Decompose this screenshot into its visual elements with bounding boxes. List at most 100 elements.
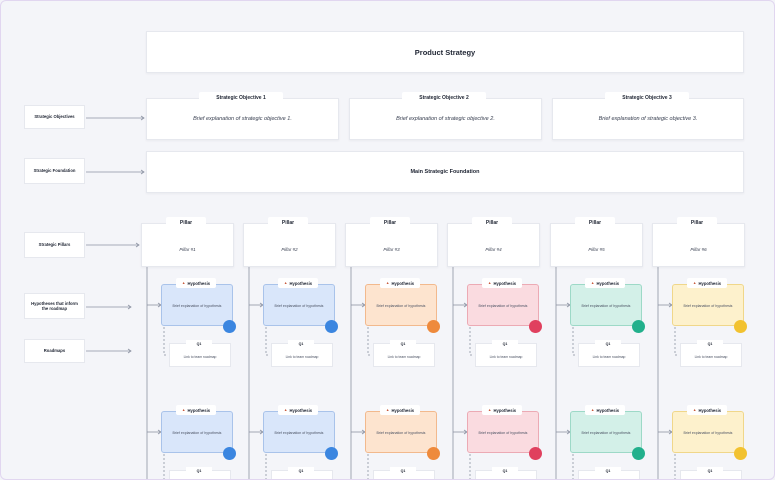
roadmap-tab: Q1	[492, 340, 518, 347]
roadmap-card[interactable]: Link to team roadmap	[578, 343, 640, 367]
roadmap-card[interactable]: Link to team roadmap	[475, 343, 537, 367]
hypothesis-tab-label: Hypothesis	[187, 280, 211, 286]
hypothesis-tab-label: Hypothesis	[493, 407, 517, 413]
roadmap-tab: Q1	[390, 467, 416, 474]
roadmap-tab-label: Q1	[400, 341, 406, 346]
hypothesis-card[interactable]: Brief explanation of hypothesis	[263, 411, 335, 453]
hypothesis-tab: ▲Hypothesis	[482, 278, 522, 288]
hypothesis-card[interactable]: Brief explanation of hypothesis	[365, 411, 437, 453]
hypothesis-tab-label: Hypothesis	[187, 407, 211, 413]
hypothesis-tab-label: Hypothesis	[391, 280, 415, 286]
roadmap-tab-label: Q1	[605, 341, 611, 346]
pillar-card-2[interactable]: Pillar #2	[243, 223, 336, 267]
pillar-tab-label: Pillar	[281, 219, 295, 226]
pillar-name: Pillar #4	[485, 246, 502, 252]
objective-card-2[interactable]: Brief explanation of strategic objective…	[349, 98, 542, 140]
hypothesis-text: Brief explanation of hypothesis	[376, 304, 426, 308]
priority-badge[interactable]	[632, 447, 645, 460]
priority-badge[interactable]	[529, 320, 542, 333]
hypothesis-tab-label: Hypothesis	[289, 280, 313, 286]
priority-badge[interactable]	[325, 320, 338, 333]
roadmap-tab-label: Q1	[502, 341, 508, 346]
hypothesis-tab-label: Hypothesis	[493, 280, 517, 286]
label-hypotheses[interactable]: Hypotheses that inform the roadmap	[24, 293, 85, 319]
main-foundation-card[interactable]: Main Strategic Foundation	[146, 151, 744, 193]
priority-badge[interactable]	[427, 320, 440, 333]
arrow-head-icon	[140, 115, 145, 121]
roadmap-tab-label: Q1	[707, 468, 713, 473]
priority-badge[interactable]	[223, 447, 236, 460]
hypothesis-text: Brief explanation of hypothesis	[581, 304, 631, 308]
roadmap-tab-label: Q1	[196, 341, 202, 346]
hypothesis-text: Brief explanation of hypothesis	[478, 431, 528, 435]
pillar-tab-label: Pillar	[383, 219, 397, 226]
objective-text: Brief explanation of strategic objective…	[193, 116, 292, 122]
priority-badge[interactable]	[223, 320, 236, 333]
pillar-name: Pillar #5	[588, 246, 605, 252]
roadmap-tab: Q1	[697, 467, 723, 474]
objective-tab-1: Strategic Objective 1	[199, 92, 283, 103]
hypothesis-tab: ▲Hypothesis	[482, 405, 522, 415]
lightbulb-icon: ▲	[283, 281, 288, 285]
hypothesis-tab: ▲Hypothesis	[176, 278, 216, 288]
pillar-card-4[interactable]: Pillar #4	[447, 223, 540, 267]
priority-badge[interactable]	[734, 447, 747, 460]
hypothesis-tab: ▲Hypothesis	[380, 278, 420, 288]
pillar-card-1[interactable]: Pillar #1	[141, 223, 234, 267]
objective-card-1[interactable]: Brief explanation of strategic objective…	[146, 98, 339, 140]
lightbulb-icon: ▲	[692, 408, 697, 412]
priority-badge[interactable]	[632, 320, 645, 333]
label-strategic-objectives[interactable]: Strategic Objectives	[24, 105, 85, 129]
product-strategy-header[interactable]: Product Strategy	[146, 31, 744, 73]
hypothesis-card[interactable]: Brief explanation of hypothesis	[467, 411, 539, 453]
roadmap-text: Link to team roadmap	[694, 355, 728, 359]
roadmap-tab: Q1	[595, 340, 621, 347]
hypothesis-card[interactable]: Brief explanation of hypothesis	[672, 411, 744, 453]
label-strategic-foundation[interactable]: Strategic Foundation	[24, 158, 85, 184]
priority-badge[interactable]	[734, 320, 747, 333]
roadmap-text: Link to team roadmap	[387, 355, 421, 359]
pillar-card-3[interactable]: Pillar #3	[345, 223, 438, 267]
roadmap-tab-label: Q1	[400, 468, 406, 473]
lightbulb-icon: ▲	[487, 281, 492, 285]
pillar-tab: Pillar	[166, 217, 206, 228]
hypothesis-card[interactable]: Brief explanation of hypothesis	[161, 284, 233, 326]
hypothesis-card[interactable]: Brief explanation of hypothesis	[365, 284, 437, 326]
roadmap-tab: Q1	[595, 467, 621, 474]
lightbulb-icon: ▲	[692, 281, 697, 285]
pillar-card-5[interactable]: Pillar #5	[550, 223, 643, 267]
objective-card-3[interactable]: Brief explanation of strategic objective…	[552, 98, 744, 140]
priority-badge[interactable]	[325, 447, 338, 460]
label-text: Strategic Objectives	[34, 114, 75, 120]
roadmap-tab: Q1	[288, 340, 314, 347]
hypothesis-card[interactable]: Brief explanation of hypothesis	[467, 284, 539, 326]
roadmap-tab: Q1	[288, 467, 314, 474]
hypothesis-tab: ▲Hypothesis	[687, 405, 727, 415]
label-roadmaps[interactable]: Roadmaps	[24, 339, 85, 363]
roadmap-tab-label: Q1	[605, 468, 611, 473]
hypothesis-card[interactable]: Brief explanation of hypothesis	[570, 411, 642, 453]
roadmap-text: Link to team roadmap	[285, 355, 319, 359]
hypothesis-tab-label: Hypothesis	[391, 407, 415, 413]
label-strategic-pillars[interactable]: Strategic Pillars	[24, 232, 85, 258]
pillar-tab-label: Pillar	[588, 219, 602, 226]
objective-text: Brief explanation of strategic objective…	[396, 116, 495, 122]
pillar-tab-label: Pillar	[690, 219, 704, 226]
roadmap-card[interactable]: Link to team roadmap	[169, 343, 231, 367]
hypothesis-card[interactable]: Brief explanation of hypothesis	[672, 284, 744, 326]
hypothesis-card[interactable]: Brief explanation of hypothesis	[263, 284, 335, 326]
hypothesis-text: Brief explanation of hypothesis	[172, 304, 222, 308]
lightbulb-icon: ▲	[385, 408, 390, 412]
priority-badge[interactable]	[529, 447, 542, 460]
hypothesis-tab: ▲Hypothesis	[585, 405, 625, 415]
hypothesis-card[interactable]: Brief explanation of hypothesis	[570, 284, 642, 326]
hypothesis-card[interactable]: Brief explanation of hypothesis	[161, 411, 233, 453]
hypothesis-text: Brief explanation of hypothesis	[274, 431, 324, 435]
pillar-tab: Pillar	[472, 217, 512, 228]
pillar-card-6[interactable]: Pillar #6	[652, 223, 745, 267]
hypothesis-text: Brief explanation of hypothesis	[581, 431, 631, 435]
priority-badge[interactable]	[427, 447, 440, 460]
hypothesis-text: Brief explanation of hypothesis	[478, 304, 528, 308]
hypothesis-tab: ▲Hypothesis	[278, 405, 318, 415]
roadmap-tab: Q1	[697, 340, 723, 347]
